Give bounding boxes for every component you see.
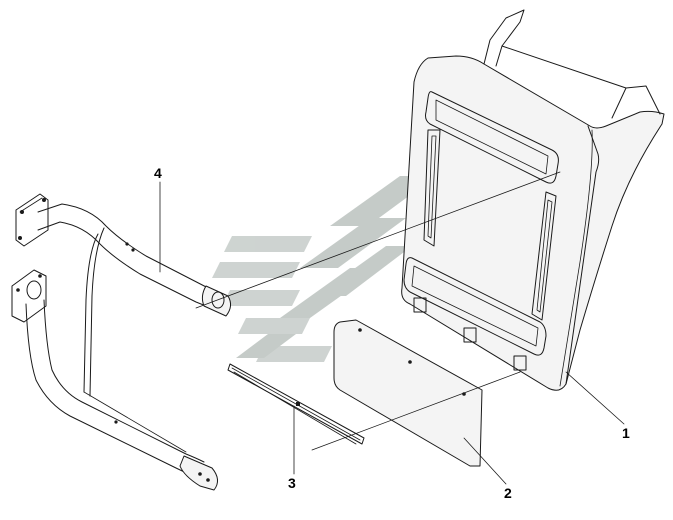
leader-line-1 [565,371,625,425]
part-1-mudguard-panel [401,9,665,391]
assembly-line-4-to-1 [195,171,561,309]
callout-1: 1 [622,425,630,441]
callouts: 4 3 2 1 [154,165,630,501]
callout-4: 4 [154,165,162,181]
part-2-flap-plate [333,319,483,467]
callout-2: 2 [504,485,512,501]
part-4-tube-bracket [11,193,232,491]
assembly-line-3-to-1 [311,371,521,451]
leader-line-2 [463,437,507,485]
callout-3: 3 [288,475,296,491]
watermark-logo [212,176,436,362]
part-3-strip [227,363,365,445]
assembly-lines [159,171,625,485]
